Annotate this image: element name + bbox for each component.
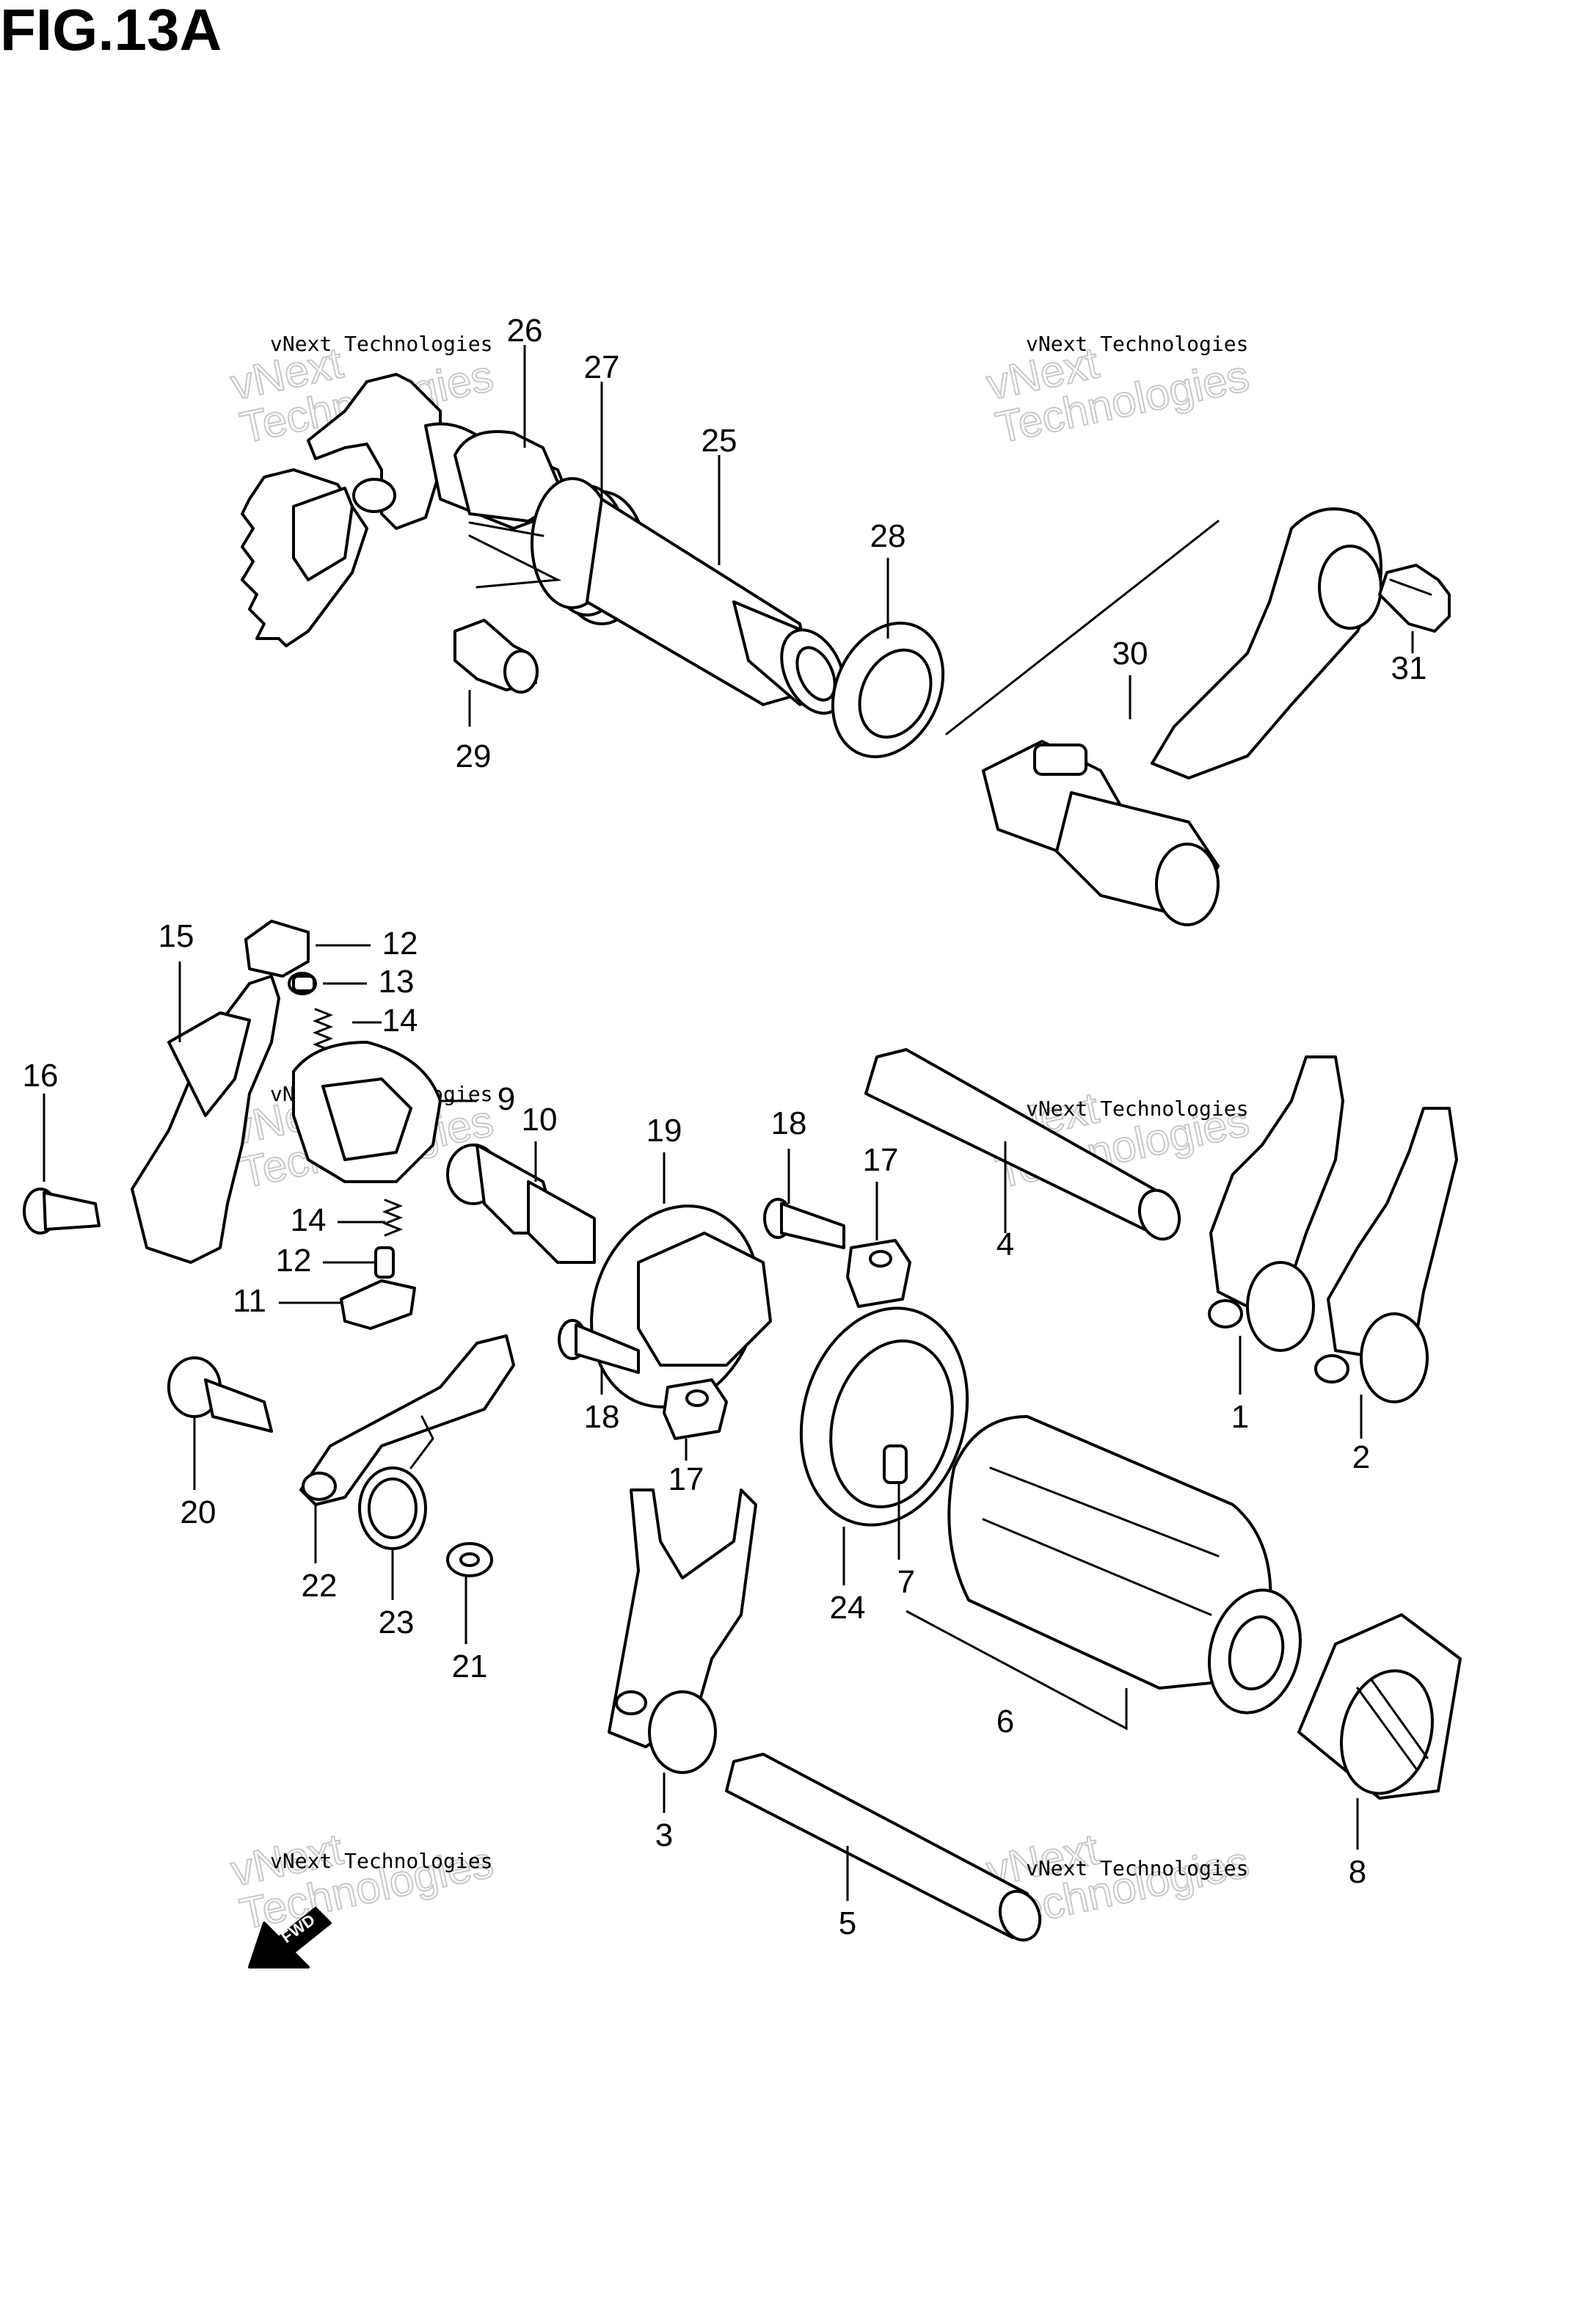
callout-24: 24 bbox=[830, 1590, 866, 1626]
callout-28: 28 bbox=[870, 518, 906, 554]
svg-text:vNext Technologies: vNext Technologies bbox=[270, 1849, 492, 1873]
part-pin-17-b bbox=[663, 1378, 728, 1440]
callout-14-bottom: 14 bbox=[291, 1202, 327, 1238]
part-gearshift-cam-6 bbox=[947, 1415, 1302, 1715]
part-bolt-31 bbox=[1378, 564, 1451, 633]
svg-text:vNext Technologies: vNext Technologies bbox=[1026, 1856, 1248, 1880]
callout-26: 26 bbox=[507, 313, 543, 349]
callout-12-top: 12 bbox=[382, 926, 418, 961]
part-pin-12-top bbox=[244, 920, 310, 978]
part-bearing-24 bbox=[799, 1306, 969, 1527]
callout-6: 6 bbox=[996, 1704, 1014, 1740]
part-shift-fork-3 bbox=[608, 1488, 757, 1774]
part-fork-shaft-5 bbox=[725, 1753, 1042, 1942]
callout-17-top: 17 bbox=[863, 1142, 899, 1178]
svg-text:vNext Technologies: vNext Technologies bbox=[1026, 332, 1248, 356]
callout-3: 3 bbox=[655, 1817, 673, 1853]
callout-17-bottom: 17 bbox=[668, 1461, 704, 1497]
callout-9: 9 bbox=[498, 1081, 515, 1117]
part-screw-16 bbox=[23, 1188, 101, 1235]
watermark-bottom-left: vNext Technologies vNext Technologies bbox=[226, 1823, 498, 1939]
part-screw-18-b bbox=[558, 1319, 640, 1374]
watermark-top-right: vNext Technologies vNext Technologies bbox=[982, 332, 1254, 453]
callout-1: 1 bbox=[1231, 1399, 1249, 1435]
callout-21: 21 bbox=[452, 1648, 488, 1684]
callout-18-bottom: 18 bbox=[584, 1399, 620, 1435]
svg-text:vNext Technologies: vNext Technologies bbox=[1026, 1097, 1248, 1121]
callout-31: 31 bbox=[1391, 650, 1427, 686]
callout-19: 19 bbox=[646, 1113, 682, 1149]
callout-4: 4 bbox=[996, 1226, 1014, 1262]
callout-29: 29 bbox=[456, 738, 492, 774]
callout-2: 2 bbox=[1352, 1439, 1370, 1475]
part-shift-fork-2 bbox=[1314, 1107, 1458, 1403]
part-pin-17-a bbox=[846, 1239, 911, 1308]
part-stopper-arm-22 bbox=[299, 1334, 515, 1506]
callout-labels: 26 27 25 28 29 30 31 15 16 12 13 14 9 10… bbox=[23, 313, 1427, 1941]
part-gearshift-lever-30 bbox=[945, 507, 1382, 926]
part-bearing-8 bbox=[1297, 1613, 1462, 1800]
callout-12-bottom: 12 bbox=[276, 1243, 312, 1279]
callout-11: 11 bbox=[233, 1283, 266, 1319]
callout-25: 25 bbox=[702, 423, 737, 459]
callout-27: 27 bbox=[584, 349, 620, 385]
leader-lines bbox=[43, 345, 1414, 1901]
part-fork-shaft-4 bbox=[864, 1048, 1181, 1241]
callout-20: 20 bbox=[181, 1494, 216, 1530]
part-pawl-11 bbox=[340, 1279, 416, 1330]
callout-10: 10 bbox=[522, 1102, 558, 1138]
callout-5: 5 bbox=[839, 1905, 856, 1941]
part-spring-14-bottom bbox=[382, 1199, 404, 1237]
part-pawl-lifter-9 bbox=[292, 1041, 442, 1183]
callout-7: 7 bbox=[897, 1564, 915, 1600]
callout-14-top: 14 bbox=[382, 1003, 418, 1039]
figure-title: FIG.13A bbox=[0, 0, 222, 62]
part-bolt-10 bbox=[446, 1144, 596, 1264]
part-bolt-20 bbox=[167, 1356, 273, 1433]
part-plug-29 bbox=[453, 619, 539, 694]
part-stopper-plate-15 bbox=[131, 975, 280, 1264]
callout-18-top: 18 bbox=[771, 1105, 807, 1141]
svg-text:vNext Technologies: vNext Technologies bbox=[270, 332, 492, 356]
part-pin-7 bbox=[883, 1444, 908, 1484]
part-gearshift-shaft-25 bbox=[586, 498, 846, 715]
part-spring-14-top bbox=[312, 1008, 334, 1052]
callout-16: 16 bbox=[23, 1058, 59, 1094]
part-screw-18-a bbox=[763, 1198, 845, 1249]
part-shift-fork-1 bbox=[1208, 1055, 1344, 1352]
part-washer-21 bbox=[446, 1542, 493, 1577]
part-oil-seal-28 bbox=[831, 621, 945, 759]
callout-23: 23 bbox=[379, 1604, 415, 1640]
callout-22: 22 bbox=[302, 1568, 338, 1604]
part-pin-12-bottom bbox=[374, 1246, 395, 1279]
callout-8: 8 bbox=[1349, 1854, 1366, 1890]
part-pin-13 bbox=[288, 972, 317, 995]
callout-30: 30 bbox=[1112, 636, 1148, 672]
callout-13: 13 bbox=[379, 964, 415, 1000]
callout-15: 15 bbox=[158, 918, 194, 954]
